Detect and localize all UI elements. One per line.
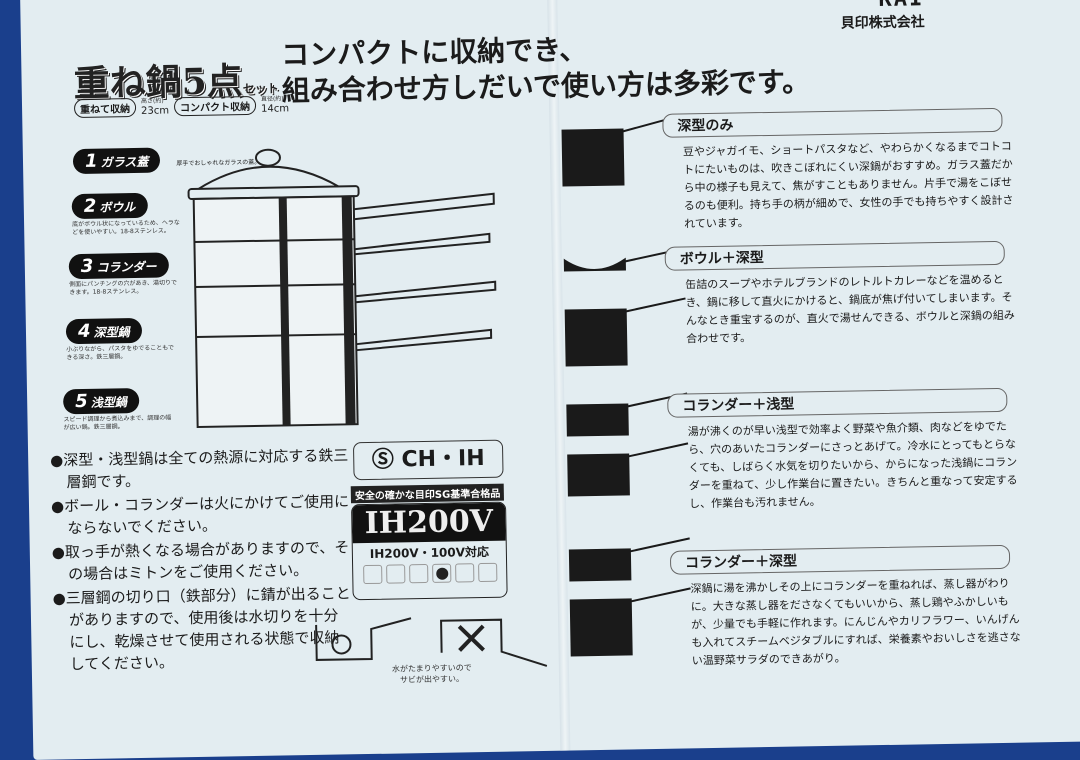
heat-icon: [408, 563, 428, 584]
sg-logo-icon: Ⓢ: [371, 447, 395, 473]
section-title: 深型のみ: [662, 107, 1003, 138]
leaflet-page: KAI 貝印株式会社 コンパクトに収納でき、 組み合わせ方しだいで使い方は多彩で…: [20, 0, 1080, 760]
section-text: 豆やジャガイモ、ショートパスタなど、やわらかくなるまでコトコトにたいものは、吹き…: [682, 139, 1014, 231]
warning-line: サビが出やすい。: [399, 674, 465, 685]
ih-title: IH200V: [352, 502, 506, 544]
sg-caption: 安全の確かな目印SG基準合格品: [350, 483, 505, 504]
size-height: 高さ(約) 23cm: [141, 97, 170, 117]
section-colander-shallow: コランダー＋浅型湯が沸くのが早い浅型で効率よく野菜や魚介類、肉などをゆでたら、穴…: [667, 387, 1049, 513]
ih-sub: IH200V・100V対応: [369, 544, 490, 561]
heat-icon: [431, 563, 451, 583]
heat-icon: [362, 564, 382, 585]
section-title: コランダー＋浅型: [667, 387, 1008, 418]
company-name: 貝印株式会社: [840, 14, 925, 32]
section-text: 缶詰のスープやホテルブランドのレトルトカレーなどを温めるとき、鍋に移して直火にか…: [685, 272, 1015, 346]
heat-icon: [385, 564, 405, 584]
product-set-text: セット: [242, 81, 279, 97]
pot-combo-illustrations: [561, 115, 691, 657]
brand: KAI 貝印株式会社: [840, 0, 925, 33]
heat-icon: [477, 562, 497, 583]
ih-badge: IH200V IH200V・100V対応: [351, 501, 508, 601]
size-value: 14cm: [260, 103, 290, 115]
section-text: 深鍋に湯を沸かしその上にコランダーを重ねれば、蒸し器がわりに。大きな蒸し器をださ…: [690, 576, 1021, 668]
product-tags: 重ねて収納 高さ(約) 23cm コンパクト収納 直径(約) 14cm: [73, 95, 289, 119]
note: ●ボール・コランダーは火にかけてご使用にならないでください。: [50, 492, 350, 538]
sg-mark-text: CH・IH: [401, 445, 485, 473]
storage-diagram: [315, 617, 548, 667]
section-title: ボウル＋深型: [664, 240, 1005, 271]
section-title: コランダー＋深型: [669, 544, 1011, 575]
section-bowl-deep: ボウル＋深型缶詰のスープやホテルブランドのレトルトカレーなどを温めるとき、鍋に移…: [664, 240, 1047, 348]
section-text: 湯が沸くのが早い浅型で効率よく野菜や魚介類、肉などをゆでたら、穴のあいたコランダ…: [687, 419, 1018, 511]
note: ●三層鋼の切り口（鉄部分）に錆が出ることがありますので、使用後は水切りを十分にし…: [52, 584, 351, 674]
warning-text: 水がたまりやすいのでサビが出やすい。: [392, 662, 472, 685]
section-deep-only: 深型のみ豆やジャガイモ、ショートパスタなど、やわらかくなるまでコトコトにたいもの…: [662, 107, 1044, 233]
heat-icon: [454, 563, 474, 583]
heat-source-icons: [353, 562, 506, 585]
size-value: 23cm: [141, 105, 170, 117]
note: ●深型・浅型鍋は全ての熱源に対応する鉄三層鋼です。: [50, 446, 349, 492]
tag: 重ねて収納: [73, 97, 137, 119]
notes-list: ●深型・浅型鍋は全ての熱源に対応する鉄三層鋼です。 ●ボール・コランダーは火にか…: [50, 444, 354, 677]
section-colander-deep: コランダー＋深型深鍋に湯を沸かしその上にコランダーを重ねれば、蒸し器がわりに。大…: [669, 544, 1052, 670]
headline: コンパクトに収納でき、 組み合わせ方しだいで使い方は多彩です。: [281, 28, 811, 109]
sg-mark: Ⓢ CH・IH: [352, 439, 504, 481]
size-diameter: 直径(約) 14cm: [261, 95, 289, 114]
brand-logo: KAI: [840, 0, 924, 13]
stacked-pots-illustration: [187, 148, 497, 428]
note: ●取っ手が熱くなる場合がありますので、その場合はミトンをご使用ください。: [51, 538, 350, 584]
tag: コンパクト収納: [173, 95, 257, 117]
